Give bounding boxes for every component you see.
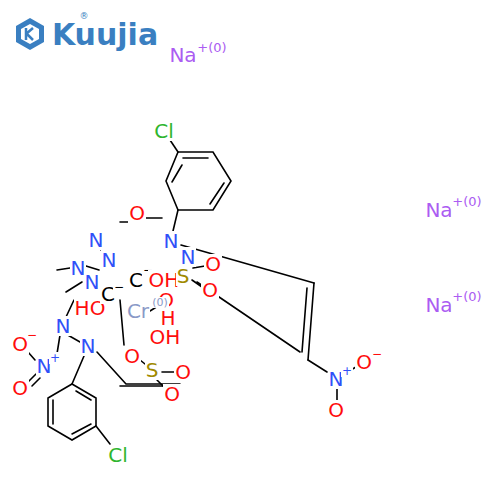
atom-label: +(0) [451,195,482,208]
atom-label: − [113,281,125,293]
atom-label: N [180,247,197,267]
atom-label: O [204,254,222,274]
atom-label: O [174,362,192,382]
atom-label: Cr [126,301,150,321]
atom-label: N [80,336,97,356]
atom-label: N [101,250,118,270]
atom-label: (0) [151,297,169,308]
logo-text: Kuujia [51,20,159,50]
kuujia-logo [16,18,44,50]
atom-label: − [371,348,383,360]
atom-label: Na [424,200,453,220]
atom-label: O [11,378,29,398]
atom-label: S [176,266,191,286]
atom-label: O [128,203,146,223]
atom-label: +(0) [451,290,482,303]
atom-label: Cl [153,121,175,141]
atom-label: OH [149,327,182,347]
atom-label: + [341,365,353,377]
atom-label: O [123,346,141,366]
atom-label: Cl [107,445,129,465]
atom-label: Na [424,295,453,315]
atom-label: O [163,384,181,404]
atom-label: + [49,352,61,364]
atom-label: O [201,280,219,300]
logo-text: ® [79,12,90,21]
atom-label: S [145,360,160,380]
atom-label: N [163,231,180,251]
atom-label: N [55,316,72,336]
atom-label: N [88,230,105,250]
atom-label: O [327,400,345,420]
atom-label: Na [168,45,197,65]
atom-label: +(0) [196,41,227,54]
atom-label: N [84,272,101,292]
atom-label: − [26,329,38,341]
atom-label: H [159,308,176,328]
